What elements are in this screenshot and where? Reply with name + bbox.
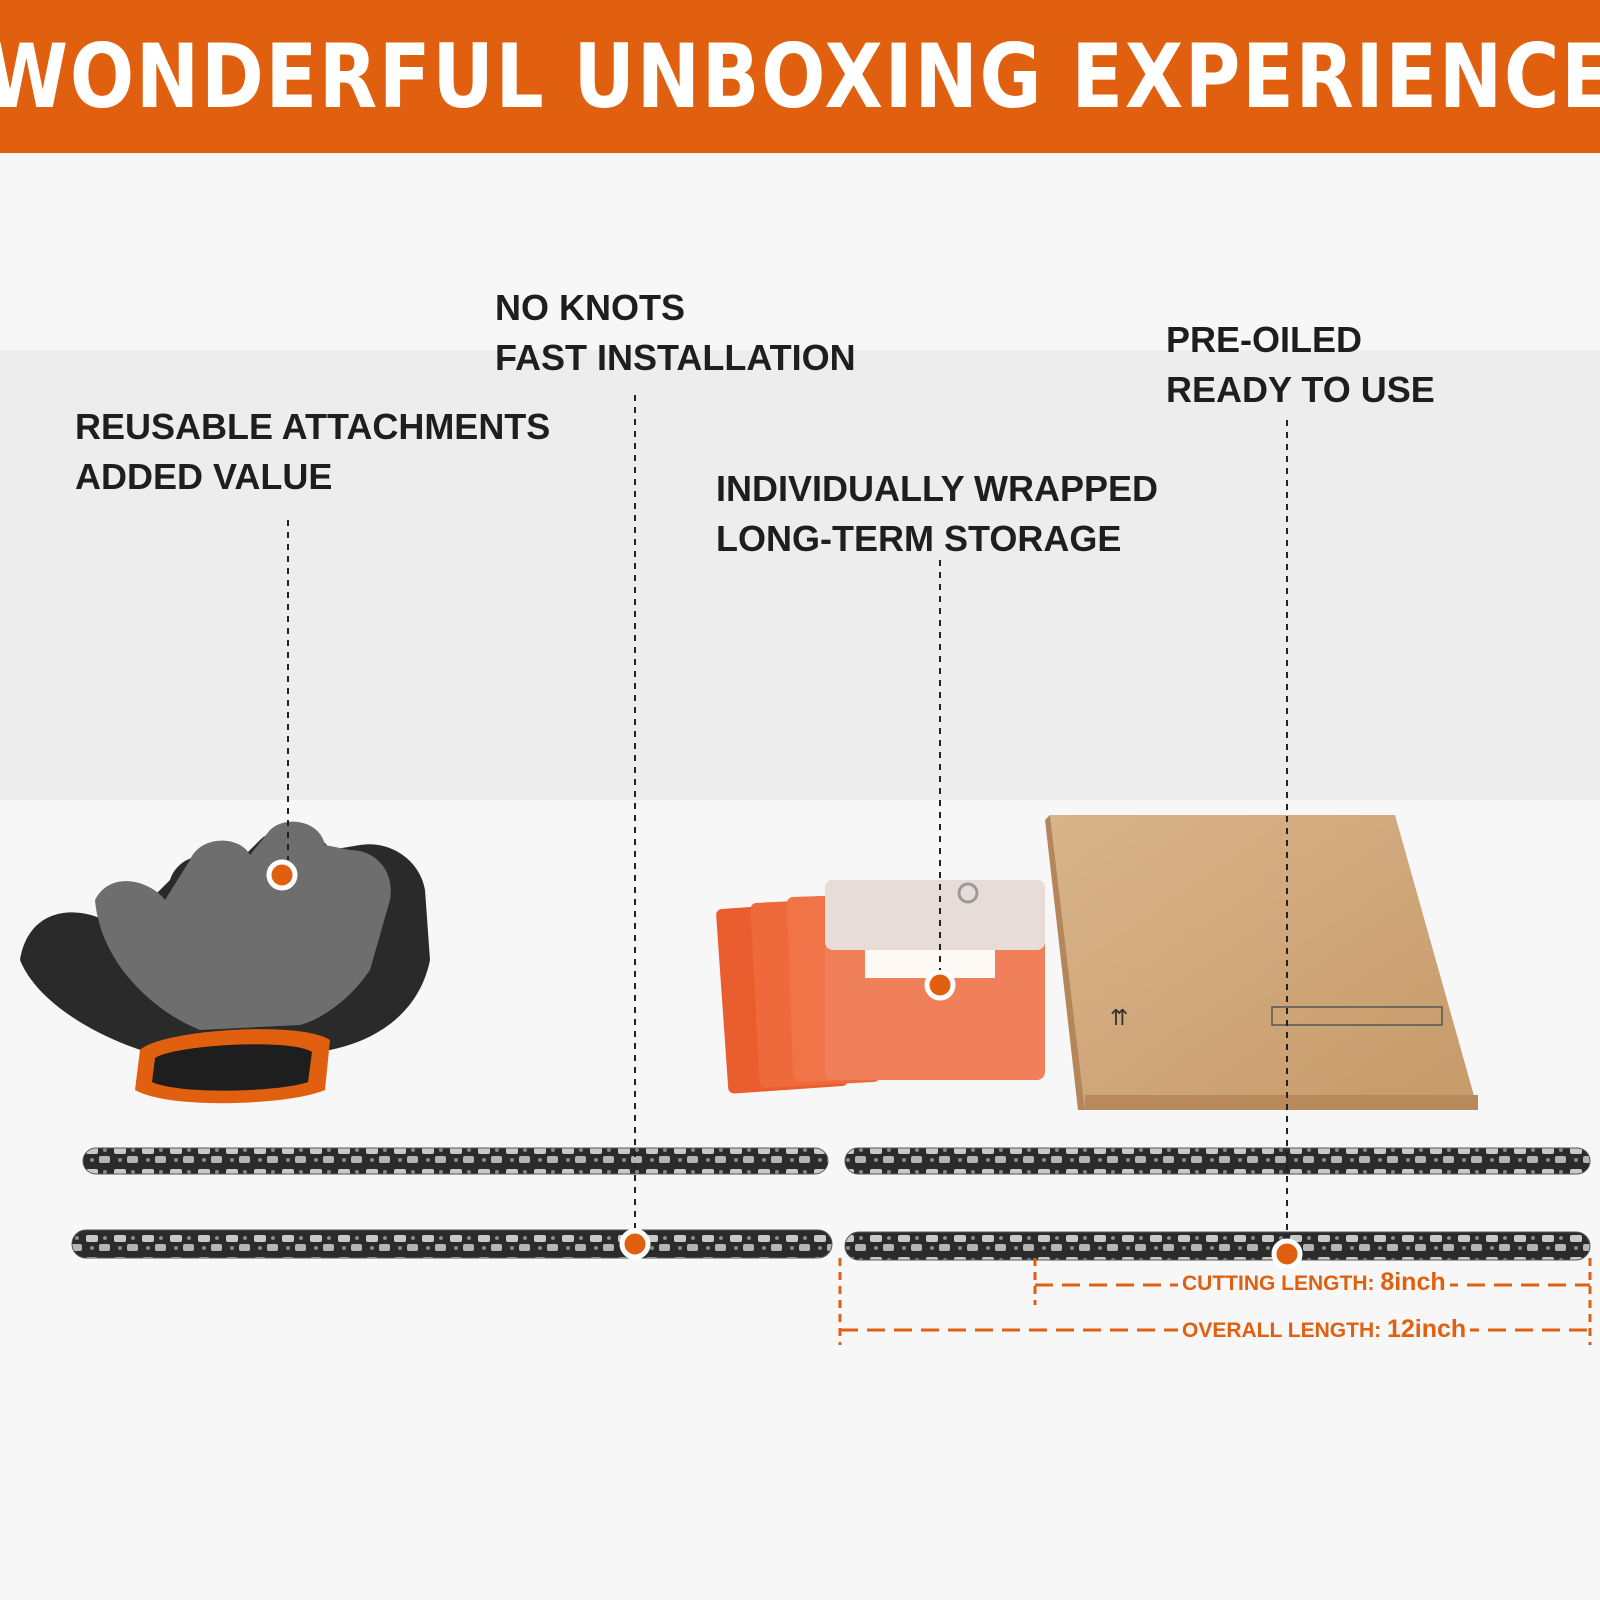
chain-loops-right [844, 1147, 1591, 1270]
callout-gloves-line1: REUSABLE ATTACHMENTS [75, 406, 551, 447]
svg-text:⇈: ⇈ [1110, 1006, 1128, 1031]
callout-wrap: INDIVIDUALLY WRAPPED LONG-TERM STORAGE [716, 464, 1158, 564]
overall-length-label: OVERALL LENGTH: 12inch [1178, 1315, 1471, 1344]
chain-loops-left [71, 1147, 833, 1260]
callout-chains-line2: FAST INSTALLATION [495, 337, 856, 378]
callout-gloves-line2: ADDED VALUE [75, 456, 333, 497]
gloves-image [20, 821, 430, 1104]
overall-length-value: 12inch [1386, 1315, 1467, 1343]
wrapped-chain-packs [716, 880, 1045, 1094]
callout-wrap-line2: LONG-TERM STORAGE [716, 518, 1122, 559]
callout-leader-lines [287, 395, 1288, 1238]
callout-oil: PRE-OILED READY TO USE [1166, 315, 1435, 415]
callout-chains-line1: NO KNOTS [495, 287, 686, 328]
header-banner: WONDERFUL UNBOXING EXPERIENCE [0, 0, 1600, 153]
backdrop-panel [0, 350, 1600, 800]
callout-gloves: REUSABLE ATTACHMENTS ADDED VALUE [75, 402, 550, 502]
callout-oil-line1: PRE-OILED [1166, 319, 1363, 360]
callout-oil-line2: READY TO USE [1166, 369, 1435, 410]
cutting-length-caption: CUTTING LENGTH: [1182, 1272, 1375, 1295]
cardboard-box: ⇈ [1045, 815, 1478, 1110]
cutting-length-label: CUTTING LENGTH: 8inch [1178, 1268, 1450, 1297]
banner-title: WONDERFUL UNBOXING EXPERIENCE [0, 25, 1600, 128]
overall-length-caption: OVERALL LENGTH: [1182, 1319, 1382, 1342]
callout-wrap-line1: INDIVIDUALLY WRAPPED [716, 468, 1159, 509]
cutting-length-value: 8inch [1380, 1268, 1446, 1296]
callout-chains: NO KNOTS FAST INSTALLATION [495, 283, 856, 383]
